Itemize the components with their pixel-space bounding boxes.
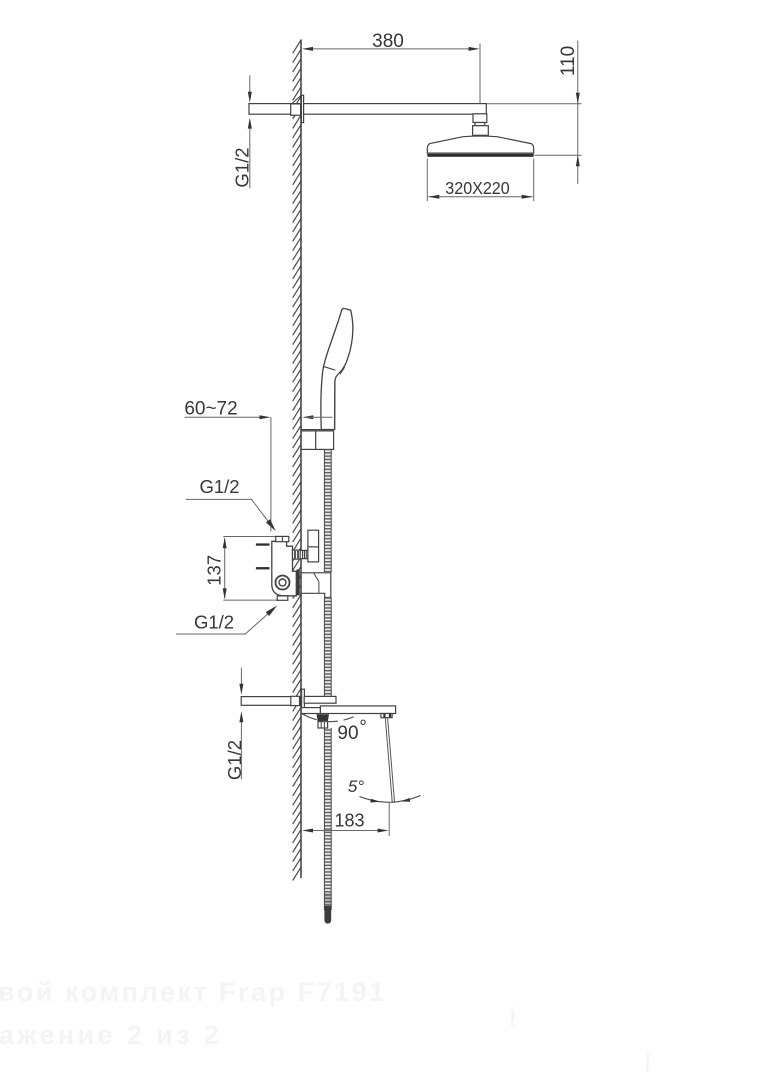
svg-text:137: 137	[203, 555, 224, 586]
svg-text:5°: 5°	[348, 777, 364, 796]
svg-text:G1/2: G1/2	[194, 612, 234, 633]
svg-text:Душевой комплект Frap F7191: Душевой комплект Frap F7191	[0, 977, 387, 1007]
svg-text:į: į	[645, 1051, 653, 1073]
svg-text:G1/2: G1/2	[231, 147, 252, 187]
svg-text:Изображение 2 из 2: Изображение 2 из 2	[0, 1020, 222, 1050]
svg-text:90: 90	[337, 723, 358, 744]
svg-text:320X220: 320X220	[445, 179, 509, 199]
svg-text:G1/2: G1/2	[224, 740, 245, 780]
svg-text:G1/2: G1/2	[199, 476, 239, 497]
svg-text:183: 183	[334, 810, 364, 830]
svg-text:110: 110	[558, 46, 579, 76]
svg-text:°: °	[359, 717, 367, 738]
svg-text:60~72: 60~72	[184, 399, 237, 420]
svg-text:380: 380	[372, 31, 404, 52]
svg-text:į: į	[510, 1005, 518, 1027]
